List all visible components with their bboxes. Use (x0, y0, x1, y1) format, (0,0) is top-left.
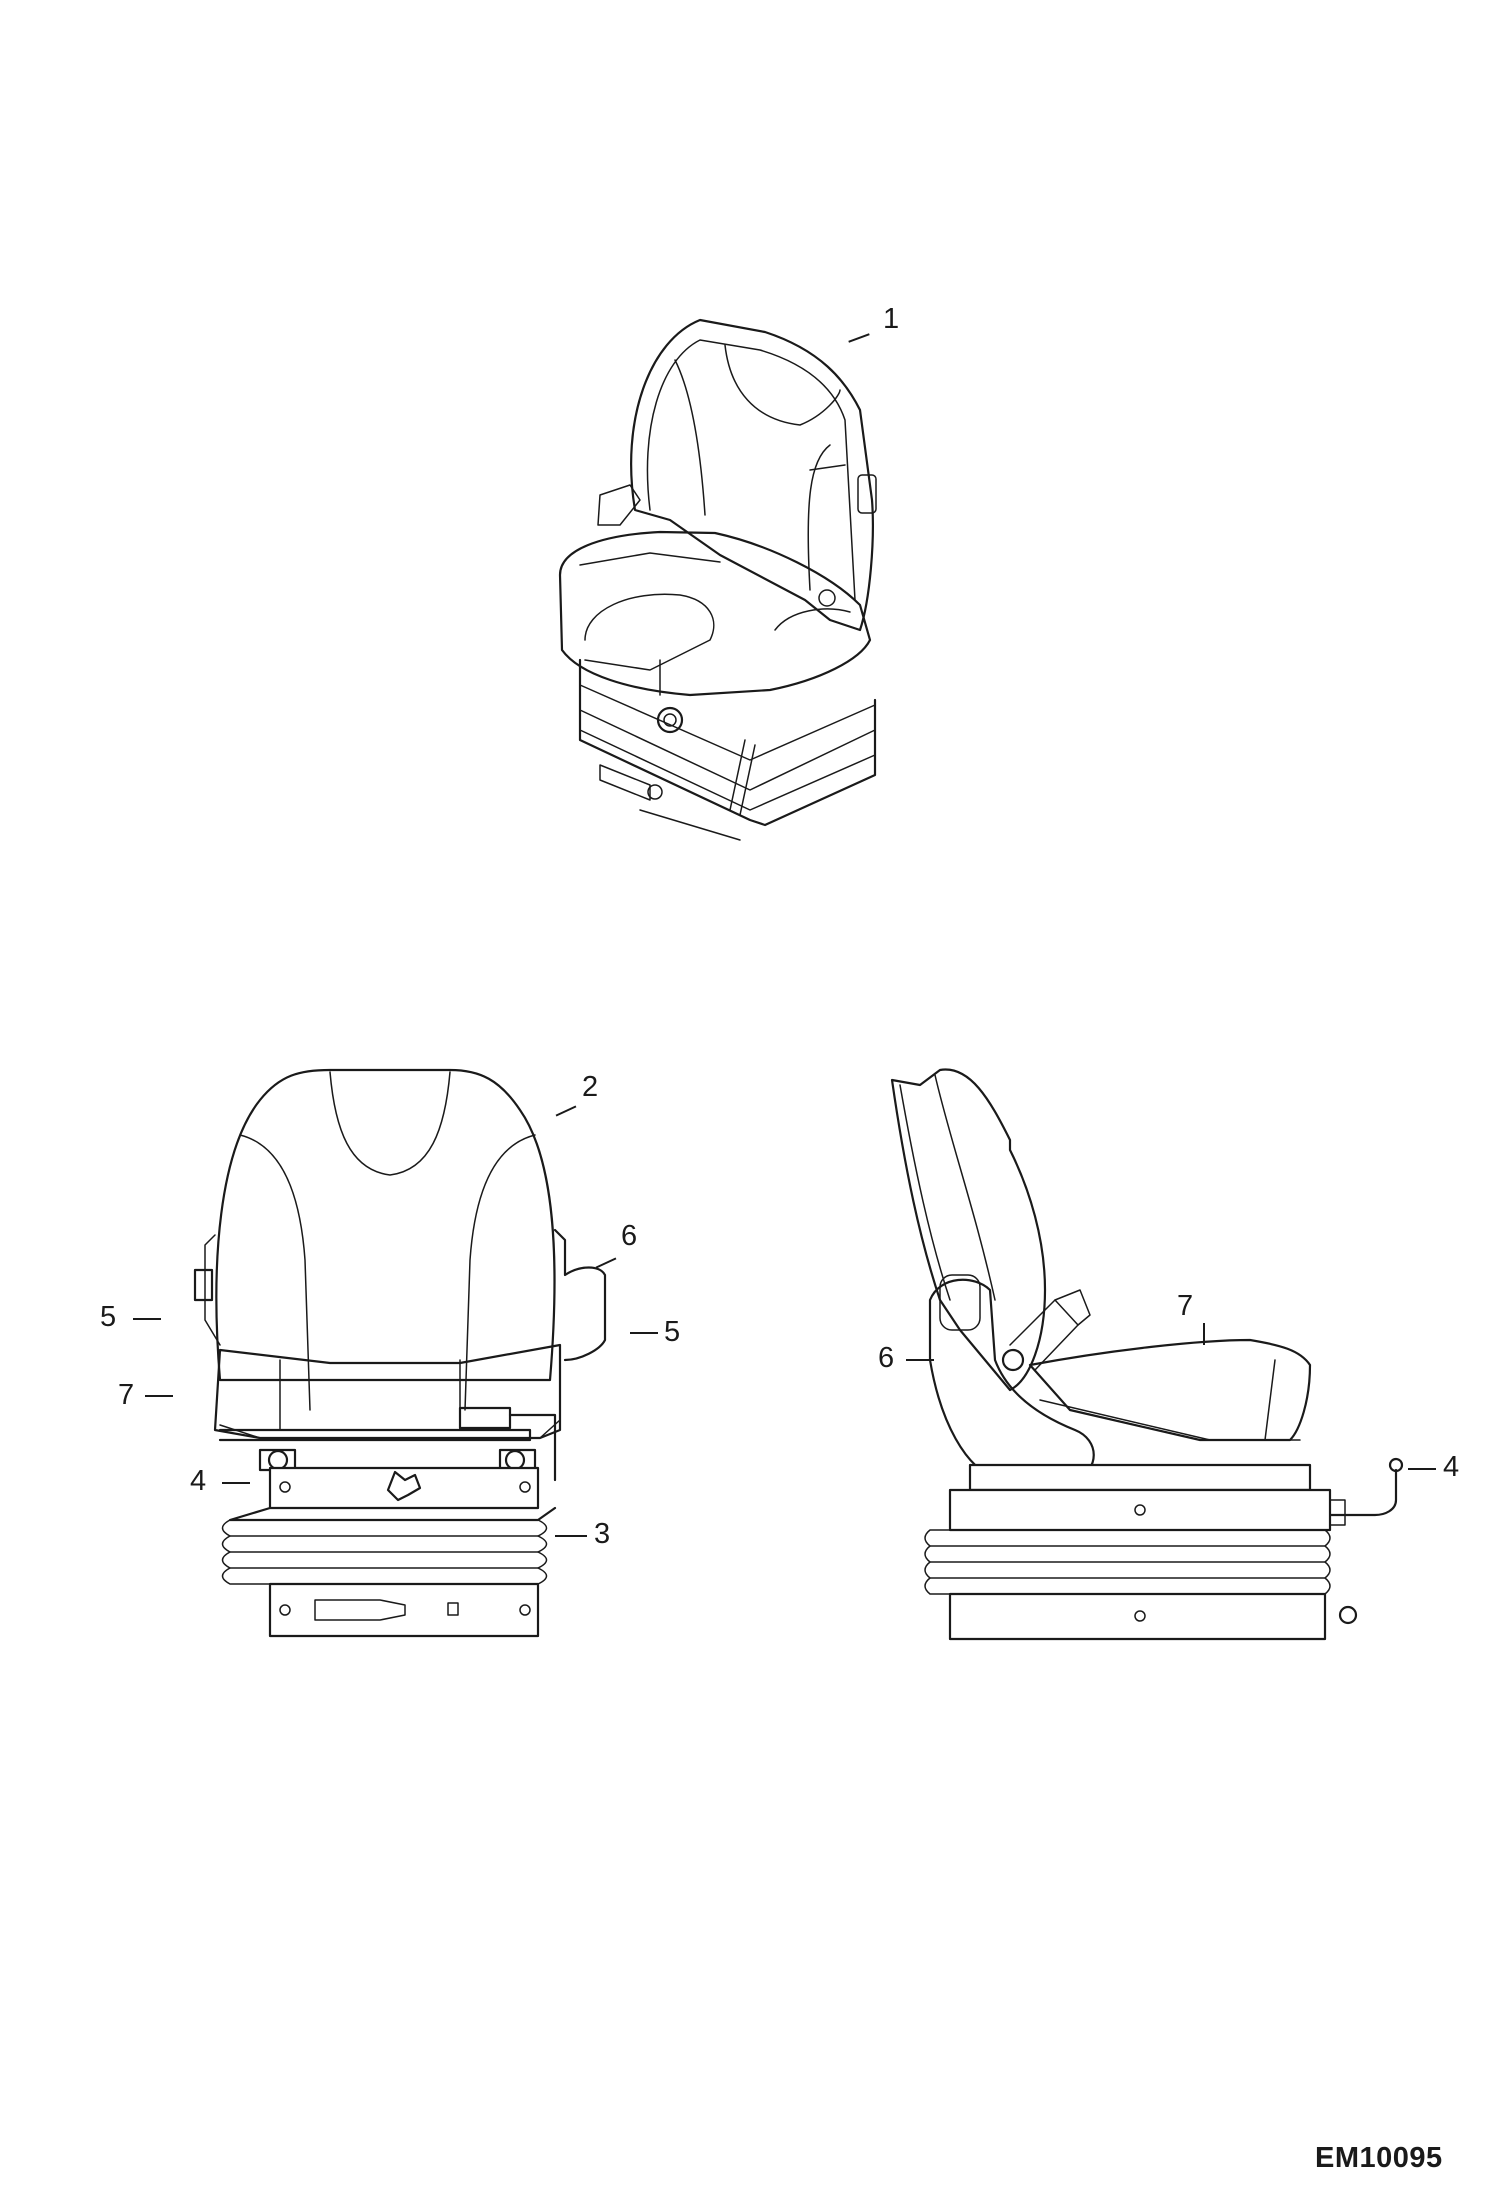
callout-3: 3 (594, 1518, 611, 1550)
callout-leader-4-side (1408, 1468, 1436, 1470)
callout-leader-7-side (1203, 1323, 1205, 1345)
seat-front-drawing (193, 1068, 607, 1638)
seat-side-drawing (890, 1068, 1404, 1641)
callout-7-side: 7 (1177, 1290, 1194, 1322)
callout-leader-5-right (630, 1332, 658, 1334)
callout-4-side: 4 (1443, 1451, 1460, 1483)
callout-1: 1 (883, 303, 900, 335)
callout-leader-7-front (145, 1395, 173, 1397)
callout-6-front: 6 (621, 1220, 638, 1252)
callout-4-front: 4 (190, 1465, 207, 1497)
callout-2: 2 (582, 1071, 599, 1103)
figure-reference-code: EM10095 (1315, 2142, 1443, 2174)
seat-perspective-view (540, 300, 920, 841)
seat-perspective-drawing (558, 318, 877, 841)
callout-7-front: 7 (118, 1379, 135, 1411)
callout-leader-6-side (906, 1359, 934, 1361)
knob (386, 1470, 422, 1502)
seat-front-view (160, 1060, 620, 1640)
callout-leader-3 (555, 1535, 587, 1537)
seat-side-view (880, 1060, 1404, 1641)
callout-6-side: 6 (878, 1342, 895, 1374)
callout-5-left: 5 (100, 1301, 117, 1333)
callout-5-right: 5 (664, 1316, 681, 1348)
callout-leader-4-front (222, 1482, 250, 1484)
armrest-left (193, 1268, 214, 1302)
callout-leader-5-left (133, 1318, 161, 1320)
